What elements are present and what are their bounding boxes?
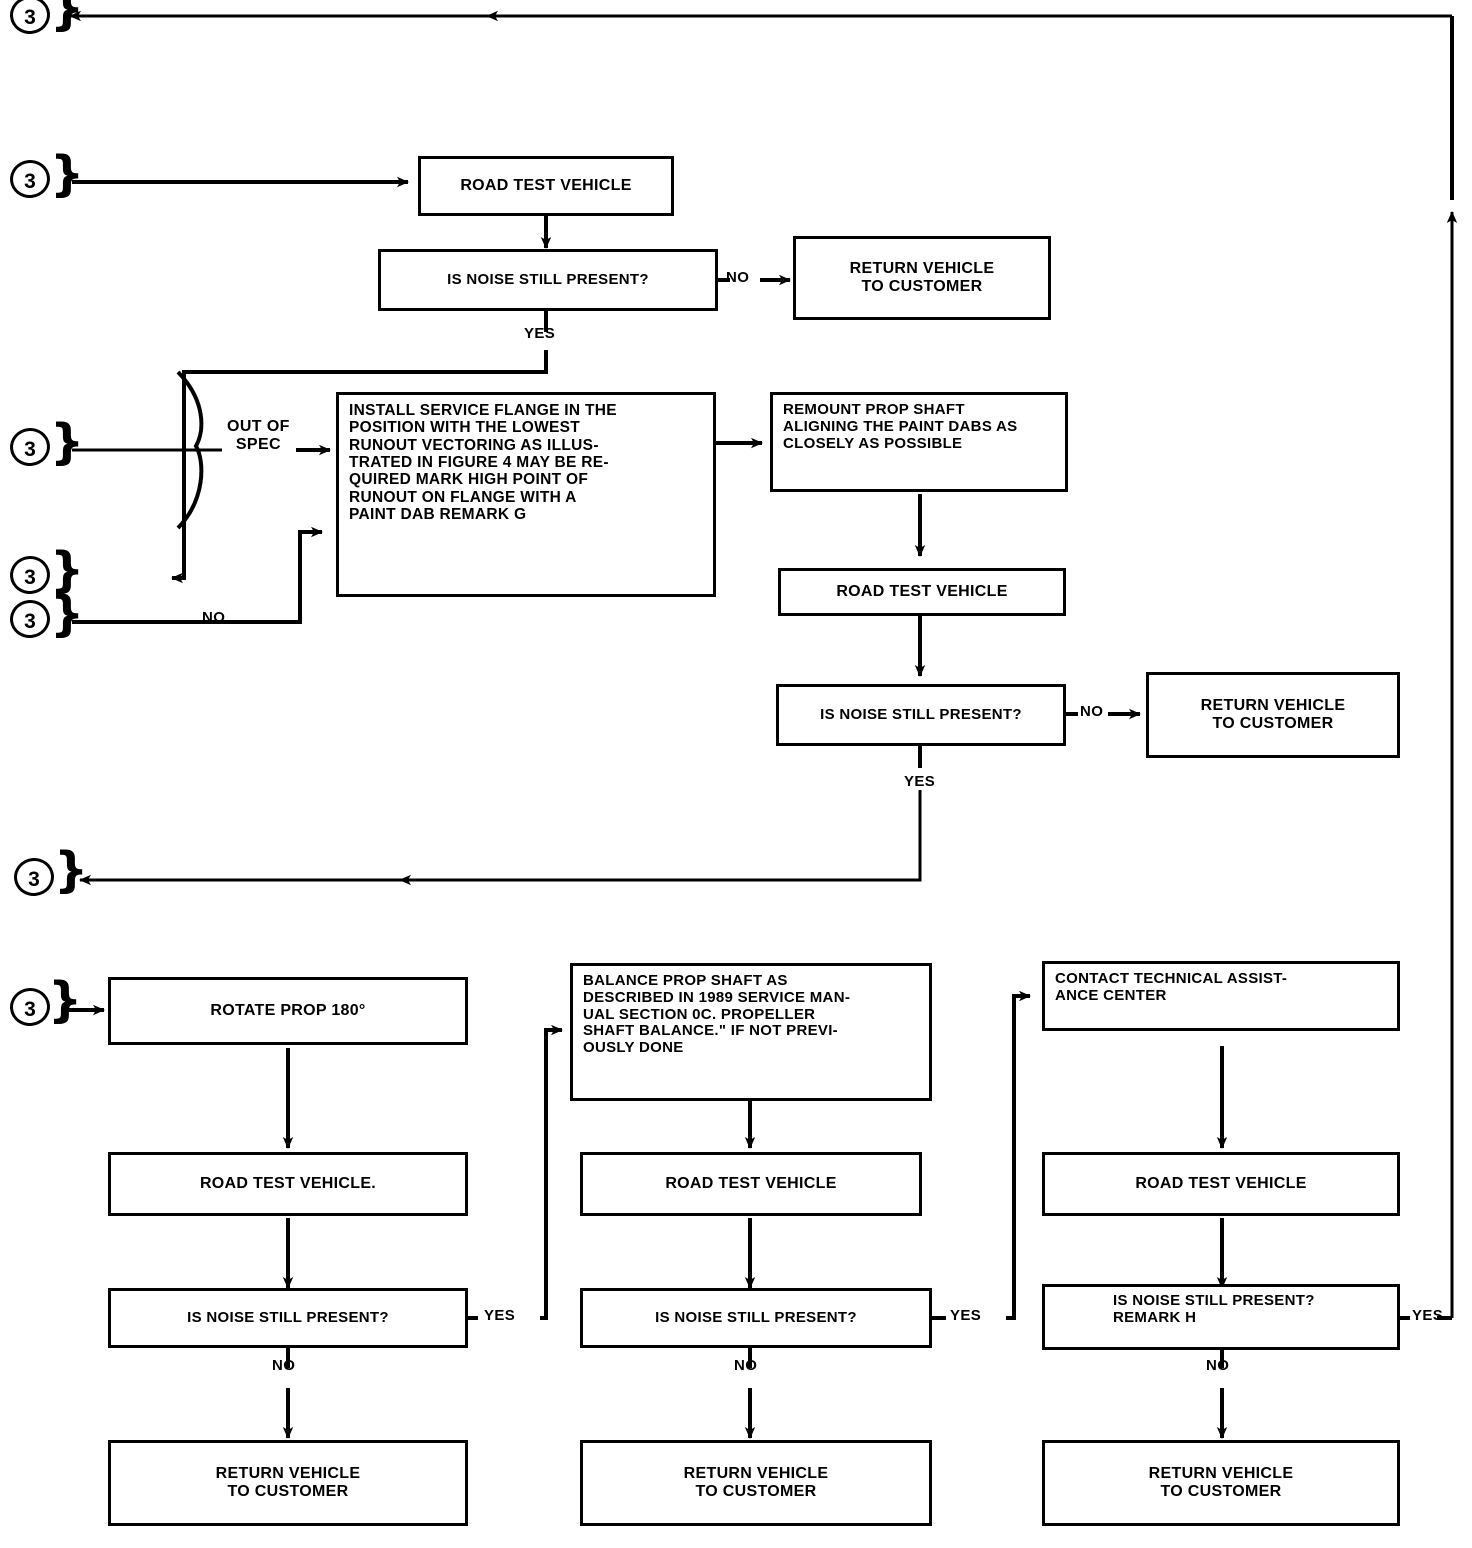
box-text: ROAD TEST VEHICLE <box>1135 1175 1307 1193</box>
box-text: RETURN VEHICLE TO CUSTOMER <box>1200 697 1346 732</box>
box-road-test-vehicle-top[interactable]: ROAD TEST VEHICLE <box>418 156 674 216</box>
box-road-test-vehicle-mid[interactable]: ROAD TEST VEHICLE <box>778 568 1066 616</box>
edge-label-no-col1: NO <box>272 1357 296 1374</box>
connector-3-mid-out[interactable]: 3 <box>12 856 60 904</box>
box-text: IS NOISE STILL PRESENT? <box>447 270 649 288</box>
box-text: IS NOISE STILL PRESENT? <box>655 1308 857 1326</box>
connector-label: 3 <box>24 6 36 29</box>
brace-icon-road-test: } <box>50 146 85 202</box>
box-contact-technical-assistance-center[interactable]: CONTACT TECHNICAL ASSIST- ANCE CENTER <box>1042 961 1400 1031</box>
brace-icon-top: } <box>50 0 85 36</box>
brace-icon-out-of-spec: } <box>50 414 85 470</box>
brace-icon-mid-out: } <box>54 842 89 898</box>
edge-label-yes-top: YES <box>524 325 556 342</box>
connector-label: 3 <box>28 868 40 891</box>
box-balance-prop-shaft[interactable]: BALANCE PROP SHAFT AS DESCRIBED IN 1989 … <box>570 963 932 1101</box>
box-text: ROTATE PROP 180° <box>210 1002 366 1020</box>
connector-label: 3 <box>24 438 36 461</box>
connector-label: 3 <box>24 998 36 1021</box>
edge-label-yes-col2: YES <box>950 1307 982 1324</box>
box-is-noise-still-present-mid[interactable]: IS NOISE STILL PRESENT? <box>776 684 1066 746</box>
box-text: BALANCE PROP SHAFT AS DESCRIBED IN 1989 … <box>583 972 851 1057</box>
box-road-test-vehicle-col1[interactable]: ROAD TEST VEHICLE. <box>108 1152 468 1216</box>
box-return-vehicle-to-customer-top[interactable]: RETURN VEHICLE TO CUSTOMER <box>793 236 1051 320</box>
box-text: CONTACT TECHNICAL ASSIST- ANCE CENTER <box>1055 970 1288 1004</box>
edge-label-no-col3: NO <box>1206 1357 1230 1374</box>
box-text: ROAD TEST VEHICLE. <box>199 1175 377 1193</box>
box-is-noise-still-present-col3[interactable]: IS NOISE STILL PRESENT? REMARK H <box>1042 1284 1400 1350</box>
box-text: RETURN VEHICLE TO CUSTOMER <box>215 1465 361 1500</box>
edge-label-yes-col3: YES <box>1412 1307 1444 1324</box>
connector-label: 3 <box>24 610 36 633</box>
brace-icon-no-in: } <box>50 586 85 642</box>
box-text: ROAD TEST VEHICLE <box>836 583 1008 601</box>
box-return-vehicle-to-customer-mid[interactable]: RETURN VEHICLE TO CUSTOMER <box>1146 672 1400 758</box>
brace-icon-return-a: } <box>50 542 85 598</box>
box-return-vehicle-to-customer-col1[interactable]: RETURN VEHICLE TO CUSTOMER <box>108 1440 468 1526</box>
box-text: RETURN VEHICLE TO CUSTOMER <box>849 260 995 295</box>
box-text: IS NOISE STILL PRESENT? <box>820 705 1022 723</box>
edge-label-yes-mid: YES <box>904 773 936 790</box>
edge-label-no-top: NO <box>726 269 750 286</box>
box-is-noise-still-present-col1[interactable]: IS NOISE STILL PRESENT? <box>108 1288 468 1348</box>
connector-3-rotate[interactable]: 3 <box>8 986 56 1034</box>
box-is-noise-still-present-top[interactable]: IS NOISE STILL PRESENT? <box>378 249 718 311</box>
box-text: INSTALL SERVICE FLANGE IN THE POSITION W… <box>349 402 617 524</box>
box-text: IS NOISE STILL PRESENT? REMARK H <box>1113 1292 1315 1326</box>
edge-label-no-left-in: NO <box>202 609 226 626</box>
connector-3-road-test[interactable]: 3 <box>8 158 56 206</box>
connector-3-top[interactable]: 3 <box>8 0 56 42</box>
connector-3-no-in[interactable]: 3 <box>8 598 56 646</box>
edge-label-no-col2: NO <box>734 1357 758 1374</box>
box-rotate-prop-180[interactable]: ROTATE PROP 180° <box>108 977 468 1045</box>
connector-3-out-of-spec[interactable]: 3 <box>8 426 56 474</box>
connector-3-return-a[interactable]: 3 <box>8 554 56 602</box>
box-return-vehicle-to-customer-col2[interactable]: RETURN VEHICLE TO CUSTOMER <box>580 1440 932 1526</box>
box-text: IS NOISE STILL PRESENT? <box>187 1308 389 1326</box>
box-remount-prop-shaft[interactable]: REMOUNT PROP SHAFT ALIGNING THE PAINT DA… <box>770 392 1068 492</box>
brace-icon-rotate: } <box>48 972 83 1028</box>
edge-label-no-mid: NO <box>1080 703 1104 720</box>
box-return-vehicle-to-customer-col3[interactable]: RETURN VEHICLE TO CUSTOMER <box>1042 1440 1400 1526</box>
box-text: REMOUNT PROP SHAFT ALIGNING THE PAINT DA… <box>783 401 1018 452</box>
edge-label-out-of-spec: OUT OF SPEC <box>227 418 290 453</box>
box-text: ROAD TEST VEHICLE <box>665 1175 837 1193</box>
connector-label: 3 <box>24 566 36 589</box>
box-is-noise-still-present-col2[interactable]: IS NOISE STILL PRESENT? <box>580 1288 932 1348</box>
box-text: RETURN VEHICLE TO CUSTOMER <box>1148 1465 1294 1500</box>
box-road-test-vehicle-col3[interactable]: ROAD TEST VEHICLE <box>1042 1152 1400 1216</box>
box-install-service-flange[interactable]: INSTALL SERVICE FLANGE IN THE POSITION W… <box>336 392 716 597</box>
box-road-test-vehicle-col2[interactable]: ROAD TEST VEHICLE <box>580 1152 922 1216</box>
box-text: RETURN VEHICLE TO CUSTOMER <box>683 1465 829 1500</box>
edge-label-yes-col1: YES <box>484 1307 516 1324</box>
box-text: ROAD TEST VEHICLE <box>460 177 632 195</box>
connector-label: 3 <box>24 170 36 193</box>
